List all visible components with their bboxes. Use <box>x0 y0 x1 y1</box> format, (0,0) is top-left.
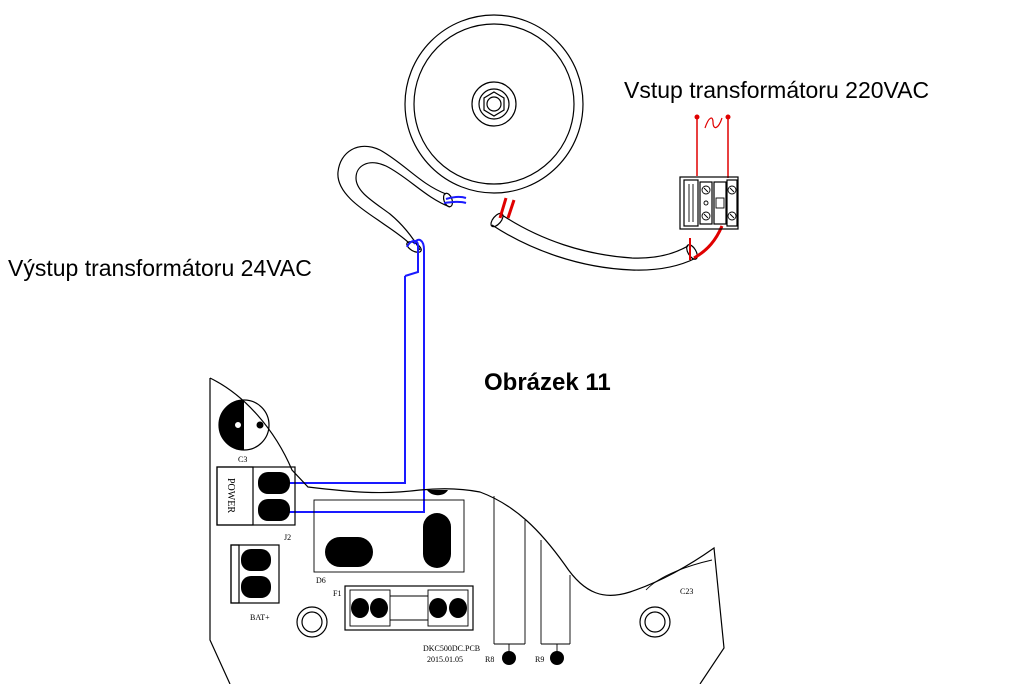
red-wire-transformer <box>498 197 508 219</box>
pcb-board: C3 POWER J2 BAT+ D6 <box>209 377 725 684</box>
resistor-strips: R8 R9 <box>485 496 571 665</box>
transformer-hub <box>471 81 517 127</box>
mounting-hole-left <box>296 606 328 638</box>
f1-label: F1 <box>333 589 341 598</box>
bat-label: BAT+ <box>250 613 270 622</box>
resistor-r9-pad <box>550 651 564 665</box>
secondary-cable-sheath <box>337 145 454 253</box>
power-terminal-j2: POWER J2 <box>216 466 296 542</box>
j2-label: J2 <box>284 533 291 542</box>
fuse-f1: F1 <box>333 585 474 631</box>
r9-label: R9 <box>535 655 544 664</box>
battery-terminal: BAT+ <box>230 544 280 622</box>
blue-wire-to-terminal-top <box>268 276 406 484</box>
resistor-r8-pad <box>502 651 516 665</box>
capacitor-c23: C23 <box>645 559 713 596</box>
toroidal-transformer <box>404 14 584 194</box>
primary-wires-220vac <box>498 114 731 260</box>
secondary-wires-24vac <box>262 195 467 519</box>
transformer-nut-hex <box>483 91 505 117</box>
r8-label: R8 <box>485 655 494 664</box>
blue-wire-1 <box>445 195 467 200</box>
mounting-hole-right <box>639 606 671 638</box>
red-wire-to-block <box>693 225 724 260</box>
blue-wire-to-terminal-bottom <box>268 264 425 513</box>
capacitor-c3: C3 <box>218 399 270 464</box>
d6-label: D6 <box>316 576 326 585</box>
c23-label: C23 <box>680 587 693 596</box>
input-label: Vstup transformátoru 220VAC <box>624 77 929 103</box>
d6-region: D6 <box>313 490 465 585</box>
transformer-nut <box>478 88 510 120</box>
pcb-outline <box>209 377 725 684</box>
board-name: DKC500DC.PCB <box>423 644 480 653</box>
ac-symbol-icon <box>704 117 723 129</box>
board-date: 2015.01.05 <box>427 655 463 664</box>
c3-label: C3 <box>238 455 247 464</box>
primary-cable-sheath <box>490 212 698 271</box>
blue-wire-2 <box>404 239 419 277</box>
power-label: POWER <box>225 478 236 513</box>
output-label: Výstup transformátoru 24VAC <box>8 255 312 281</box>
figure-caption: Obrázek 11 <box>484 369 611 396</box>
mains-terminal-block <box>679 176 739 230</box>
